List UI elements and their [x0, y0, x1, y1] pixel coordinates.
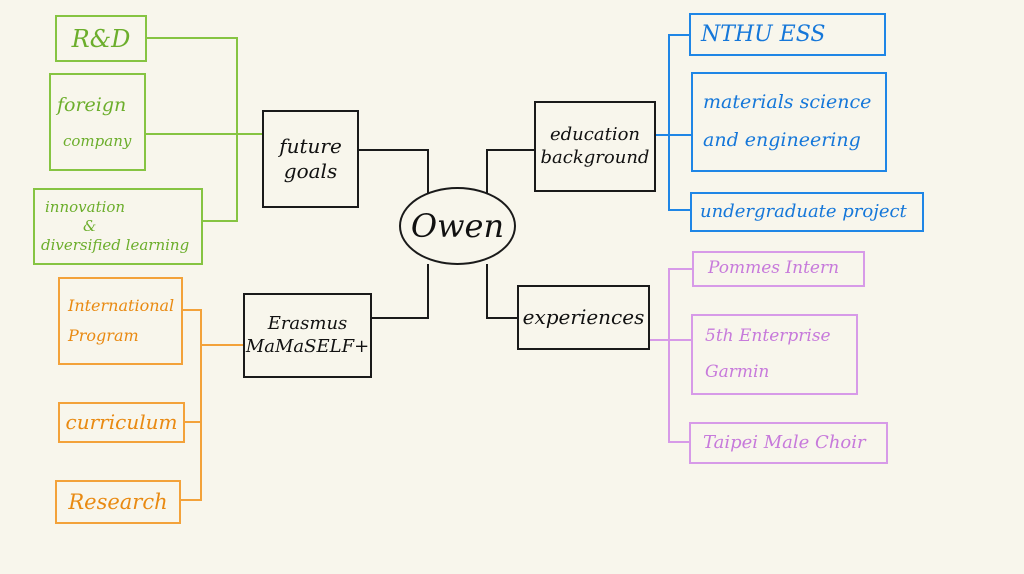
- experiences-label: experiences: [522, 305, 645, 329]
- erasmus-line-2: MaMaSELF+: [245, 335, 370, 357]
- item-nthu-ess[interactable]: NTHU ESS: [689, 13, 886, 56]
- mse-line-2: and engineering: [703, 129, 861, 151]
- future-goals-connectors: [146, 37, 262, 222]
- education-line-1: education: [550, 124, 640, 145]
- innovation-line-2: &: [83, 217, 97, 236]
- foreign-company-line-2: company: [63, 131, 132, 150]
- international-line-1: International: [68, 296, 175, 315]
- item-research[interactable]: Research: [55, 480, 181, 524]
- connector-erasmus: [372, 264, 429, 319]
- item-rd[interactable]: R&D: [55, 15, 147, 62]
- mse-line-1: materials science: [703, 91, 872, 114]
- education-connectors: [656, 34, 691, 211]
- innovation-line-1: innovation: [45, 198, 126, 217]
- enterprise-line-1: 5th Enterprise: [705, 326, 831, 347]
- item-international-program[interactable]: International Program: [58, 277, 183, 365]
- node-education-background[interactable]: education background: [534, 101, 656, 192]
- erasmus-connectors: [181, 309, 243, 501]
- connector-education: [486, 149, 534, 193]
- research-label: Research: [68, 489, 168, 514]
- center-node-owen[interactable]: Owen: [399, 187, 516, 265]
- education-line-2: background: [540, 146, 650, 168]
- center-label: Owen: [410, 207, 505, 245]
- choir-label: Taipei Male Choir: [703, 431, 866, 453]
- future-goals-line-1: future: [279, 134, 342, 158]
- node-erasmus[interactable]: Erasmus MaMaSELF+: [243, 293, 372, 378]
- item-materials-science[interactable]: materials science and engineering: [691, 72, 887, 172]
- connector-experiences: [486, 264, 517, 319]
- connector-future-goals: [359, 149, 429, 193]
- foreign-company-line-1: foreign: [57, 93, 127, 116]
- main-connectors: [359, 149, 534, 319]
- item-innovation[interactable]: innovation & diversified learning: [33, 188, 203, 265]
- item-curriculum[interactable]: curriculum: [58, 402, 185, 443]
- rd-label: R&D: [71, 24, 131, 53]
- item-undergraduate-project[interactable]: undergraduate project: [690, 192, 924, 232]
- undergrad-label: undergraduate project: [700, 200, 907, 222]
- item-foreign-company[interactable]: foreign company: [49, 73, 146, 171]
- item-5th-enterprise[interactable]: 5th Enterprise Garmin: [691, 314, 858, 395]
- future-goals-line-2: goals: [283, 159, 338, 183]
- enterprise-line-2: Garmin: [705, 361, 770, 382]
- pommes-label: Pommes Intern: [708, 258, 840, 279]
- international-line-2: Program: [68, 326, 139, 345]
- node-experiences[interactable]: experiences: [517, 285, 650, 350]
- node-future-goals[interactable]: future goals: [262, 110, 359, 208]
- item-pommes-intern[interactable]: Pommes Intern: [692, 251, 865, 287]
- item-taipei-male-choir[interactable]: Taipei Male Choir: [689, 422, 888, 464]
- curriculum-label: curriculum: [65, 410, 178, 434]
- erasmus-line-1: Erasmus: [267, 313, 348, 334]
- experiences-connectors: [650, 268, 692, 443]
- innovation-line-3: diversified learning: [41, 235, 190, 254]
- nthu-label: NTHU ESS: [701, 21, 826, 47]
